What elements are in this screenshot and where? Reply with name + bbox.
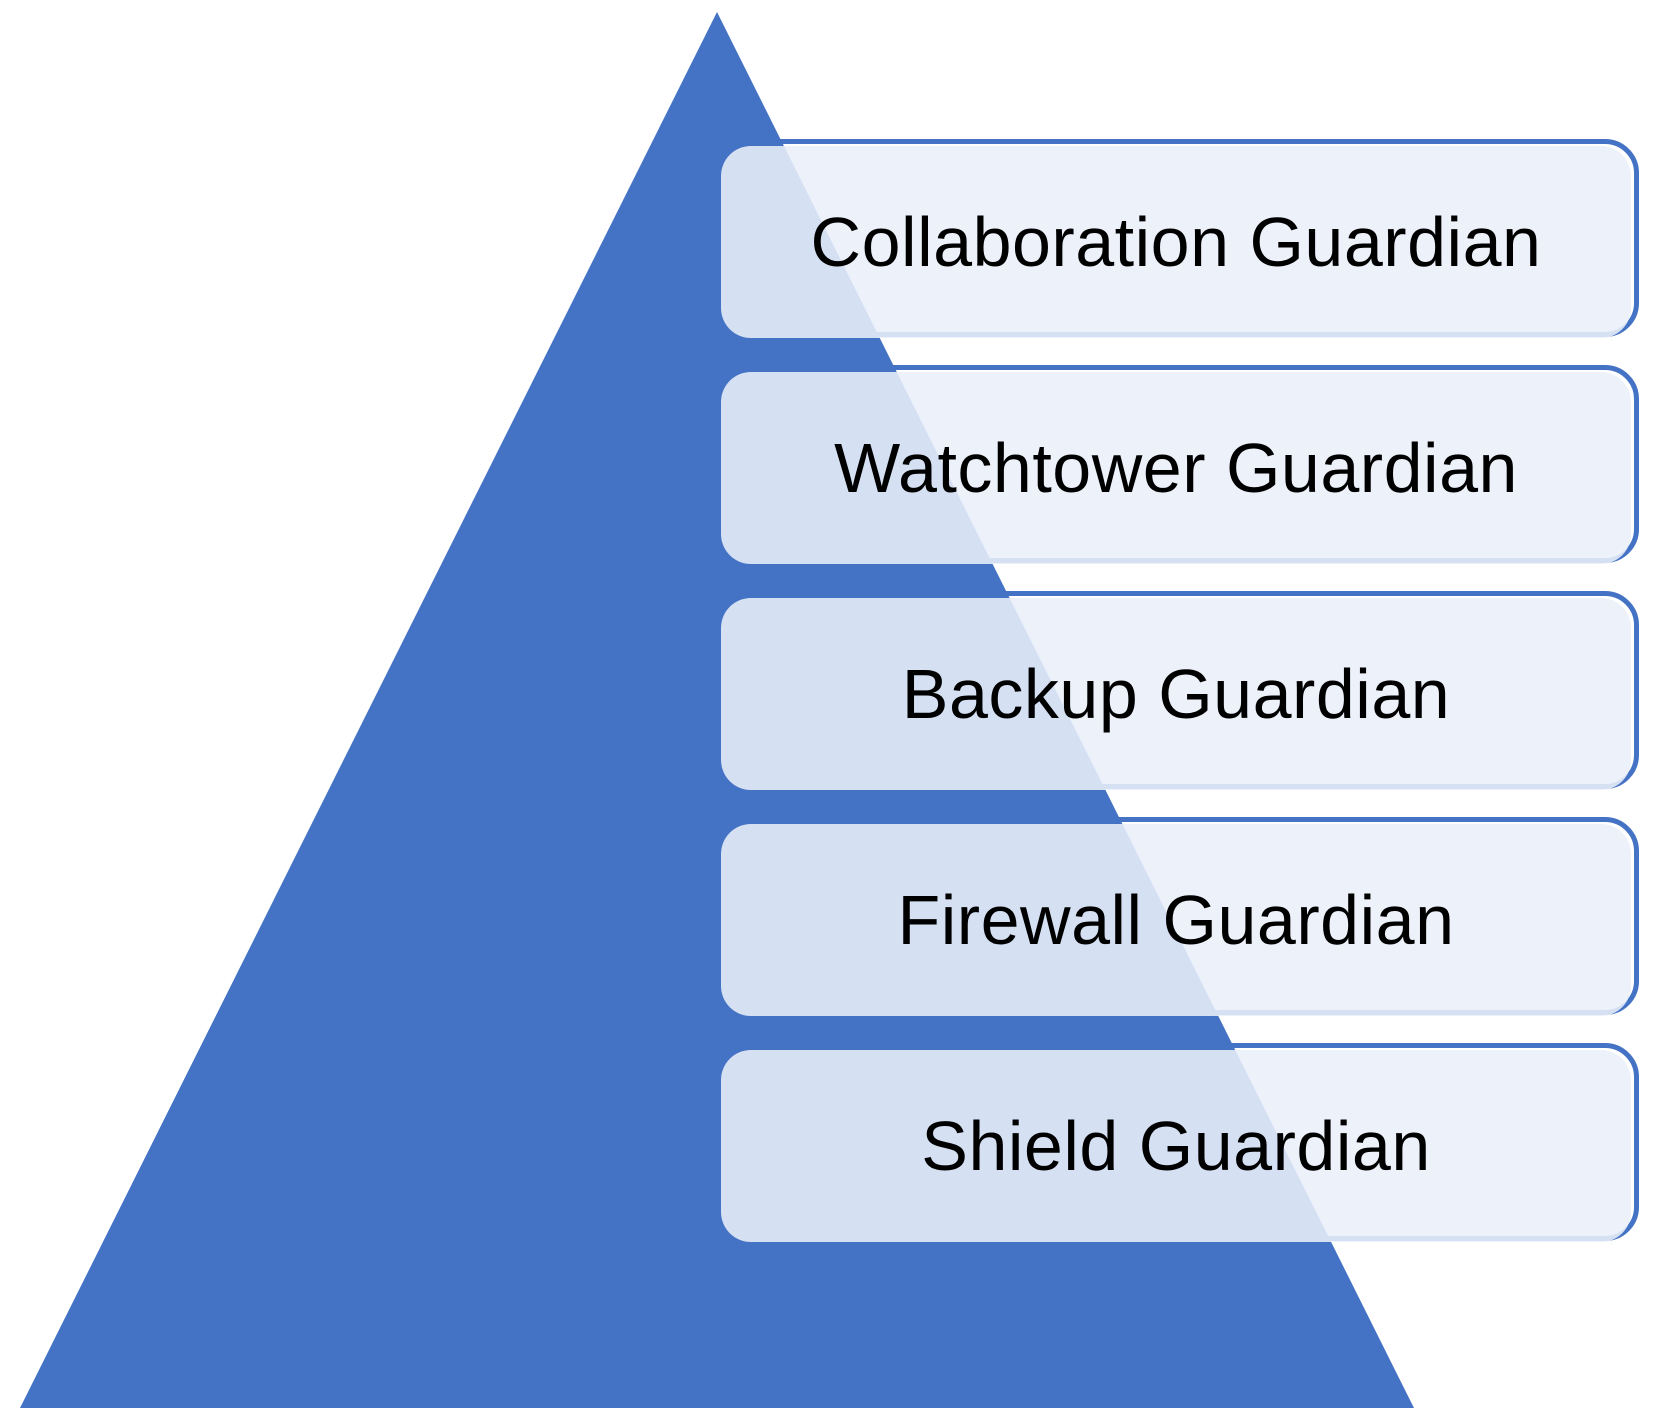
layer-box: Shield Guardian (721, 1050, 1631, 1242)
layer-box: Collaboration Guardian (721, 146, 1631, 338)
layer-label: Collaboration Guardian (810, 203, 1542, 281)
layer-label: Firewall Guardian (897, 881, 1455, 959)
layer-backup-guardian: Backup Guardian (721, 591, 1639, 790)
layer-box: Backup Guardian (721, 598, 1631, 790)
layer-label: Backup Guardian (901, 655, 1451, 733)
layer-watchtower-guardian: Watchtower Guardian (721, 365, 1639, 564)
layer-firewall-guardian: Firewall Guardian (721, 817, 1639, 1016)
layer-label: Watchtower Guardian (834, 429, 1518, 507)
layer-collaboration-guardian: Collaboration Guardian (721, 139, 1639, 338)
layer-label: Shield Guardian (921, 1107, 1431, 1185)
layer-box: Watchtower Guardian (721, 372, 1631, 564)
layer-box: Firewall Guardian (721, 824, 1631, 1016)
layer-shield-guardian: Shield Guardian (721, 1043, 1639, 1242)
